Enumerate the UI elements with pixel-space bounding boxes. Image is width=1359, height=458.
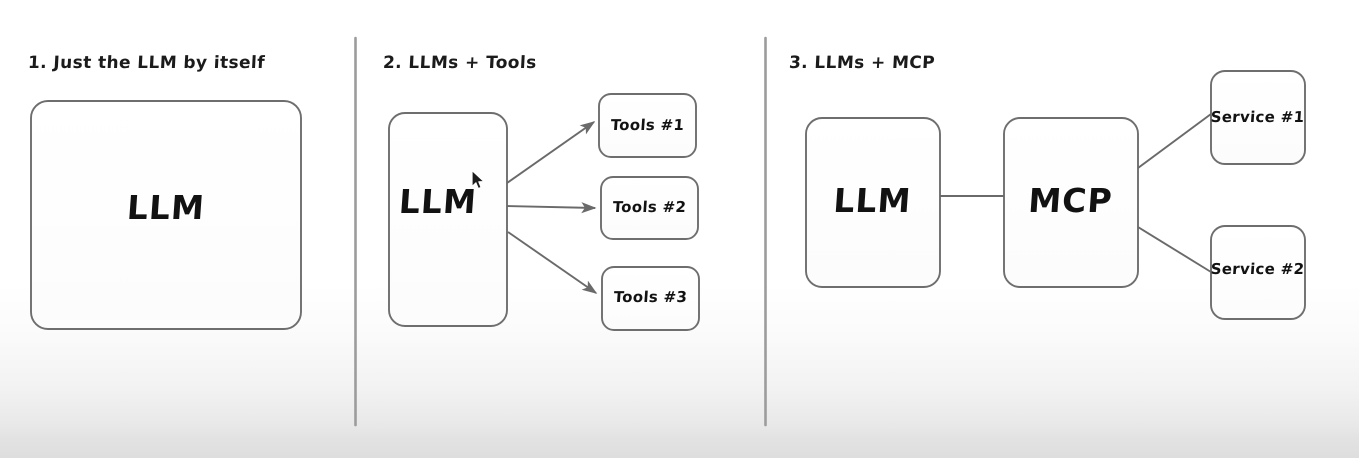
node-llm-panel1[interactable] — [30, 100, 302, 330]
node-llm-panel3[interactable] — [805, 117, 941, 288]
panel-1-title: 1. Just the LLM by itself — [27, 53, 266, 73]
node-service-1[interactable] — [1210, 70, 1306, 165]
panel-3-title: 3. LLMs + MCP — [788, 53, 936, 73]
node-tools-3[interactable] — [601, 266, 700, 331]
node-llm-panel2[interactable] — [388, 112, 508, 327]
node-service-2[interactable] — [1210, 225, 1306, 320]
panel-2-title: 2. LLMs + Tools — [382, 53, 538, 73]
edge-llm-to-tools-1 — [506, 121, 596, 184]
node-mcp[interactable] — [1003, 117, 1139, 288]
node-tools-2[interactable] — [600, 176, 699, 240]
edge-mcp-to-service-1 — [1137, 113, 1212, 169]
edge-llm-to-tools-3 — [507, 231, 598, 294]
edge-mcp-to-service-2 — [1137, 226, 1212, 273]
node-tools-1[interactable] — [598, 93, 697, 158]
edge-llm-to-tools-2 — [506, 202, 597, 214]
